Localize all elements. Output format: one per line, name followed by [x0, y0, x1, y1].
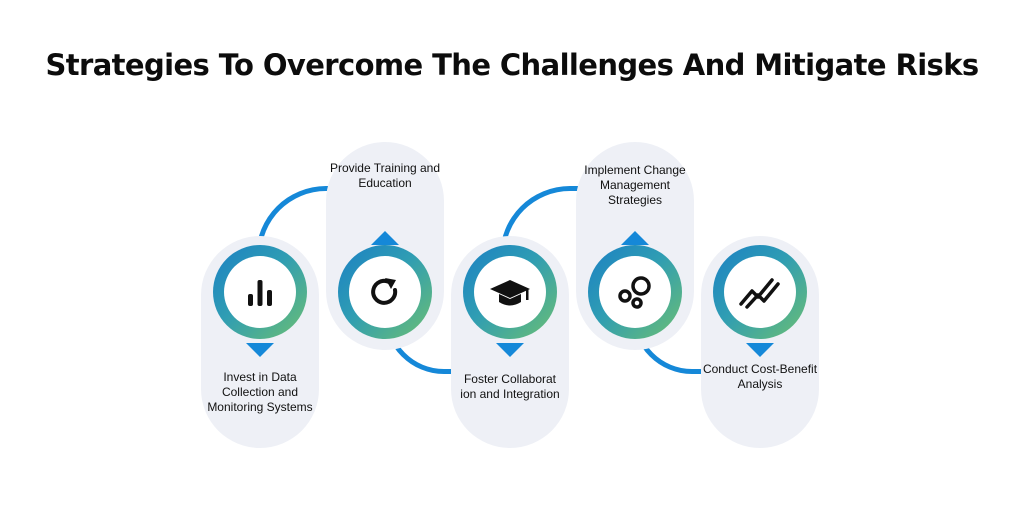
step-ring-3 — [463, 245, 557, 339]
step-label-2: Provide Training and Education — [329, 161, 441, 190]
step-pointer-3 — [496, 343, 524, 357]
step-pointer-1 — [246, 343, 274, 357]
page-title: Strategies To Overcome The Challenges An… — [45, 48, 979, 82]
step-pointer-5 — [746, 343, 774, 357]
step-ring-2 — [338, 245, 432, 339]
step-label-3: Foster Collaborat ion and Integration — [460, 372, 560, 401]
step-label-5: Conduct Cost-Benefit Analysis — [702, 362, 818, 391]
step-pointer-4 — [621, 231, 649, 245]
graduation-cap-icon — [490, 280, 530, 306]
trend-lines-icon — [739, 278, 780, 309]
step-label-1: Invest in Data Collection and Monitoring… — [207, 370, 313, 414]
step-pointer-2 — [371, 231, 399, 245]
step-ring-1 — [213, 245, 307, 339]
bubbles-icon — [618, 276, 651, 309]
bar-chart-icon — [248, 280, 272, 306]
step-label-4: Implement Change Management Strategies — [584, 163, 686, 207]
refresh-icon — [371, 278, 398, 305]
step-ring-4 — [588, 245, 682, 339]
step-ring-5 — [713, 245, 807, 339]
